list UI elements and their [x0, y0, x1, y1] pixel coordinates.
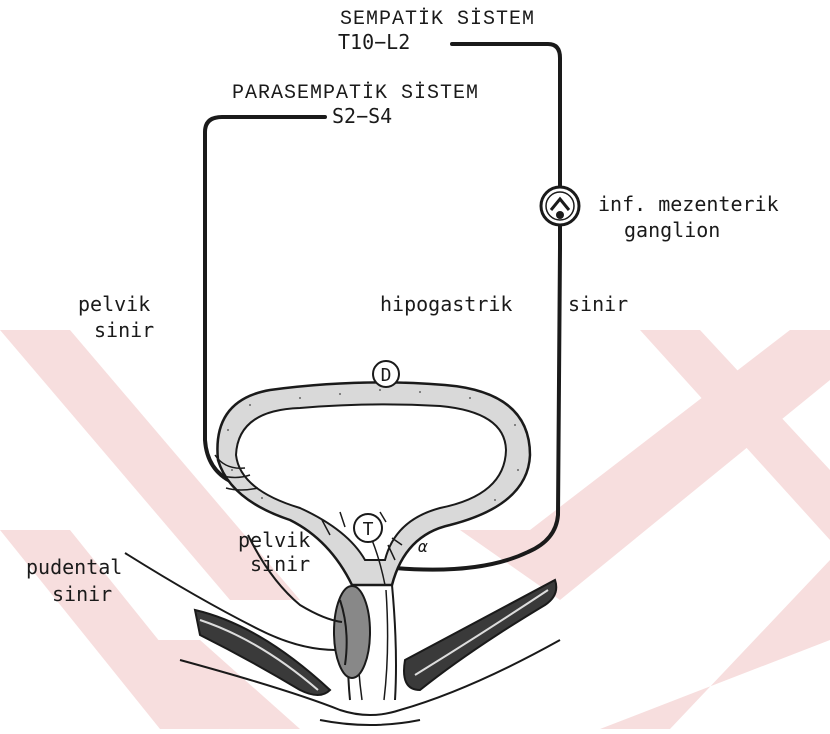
watermark-stripe-3 [600, 560, 830, 729]
alpha-marker: α [418, 537, 428, 556]
prostate [334, 586, 370, 678]
parasympathetic-segment: S2−S4 [332, 104, 392, 128]
hypogastric-nerve-label-a: hipogastrik [380, 292, 512, 316]
hypogastric-nerve-label-b: sinir [568, 292, 628, 316]
ganglion-symbol [541, 187, 579, 225]
pudendal-nerve-label-line2: sinir [52, 582, 112, 606]
sympathetic-title: SEMPATİK SİSTEM [340, 8, 535, 32]
inner-pelvic-nerve-label-line2: sinir [250, 552, 310, 576]
trigone-marker: T [363, 519, 374, 540]
pelvic-nerve-label-line1: pelvik [78, 292, 150, 316]
detrusor-marker: D [381, 365, 392, 386]
parasympathetic-title: PARASEMPATİK SİSTEM [232, 82, 479, 106]
inner-pelvic-nerve-label-line1: pelvik [238, 528, 310, 552]
ganglion-label-line2: ganglion [624, 218, 720, 242]
ganglion-label-line1: inf. mezenterik [598, 192, 779, 216]
sympathetic-segment: T10−L2 [338, 30, 410, 54]
pudendal-nerve-label-line1: pudental [26, 555, 122, 579]
pelvic-nerve-label-line2: sinir [94, 318, 154, 342]
